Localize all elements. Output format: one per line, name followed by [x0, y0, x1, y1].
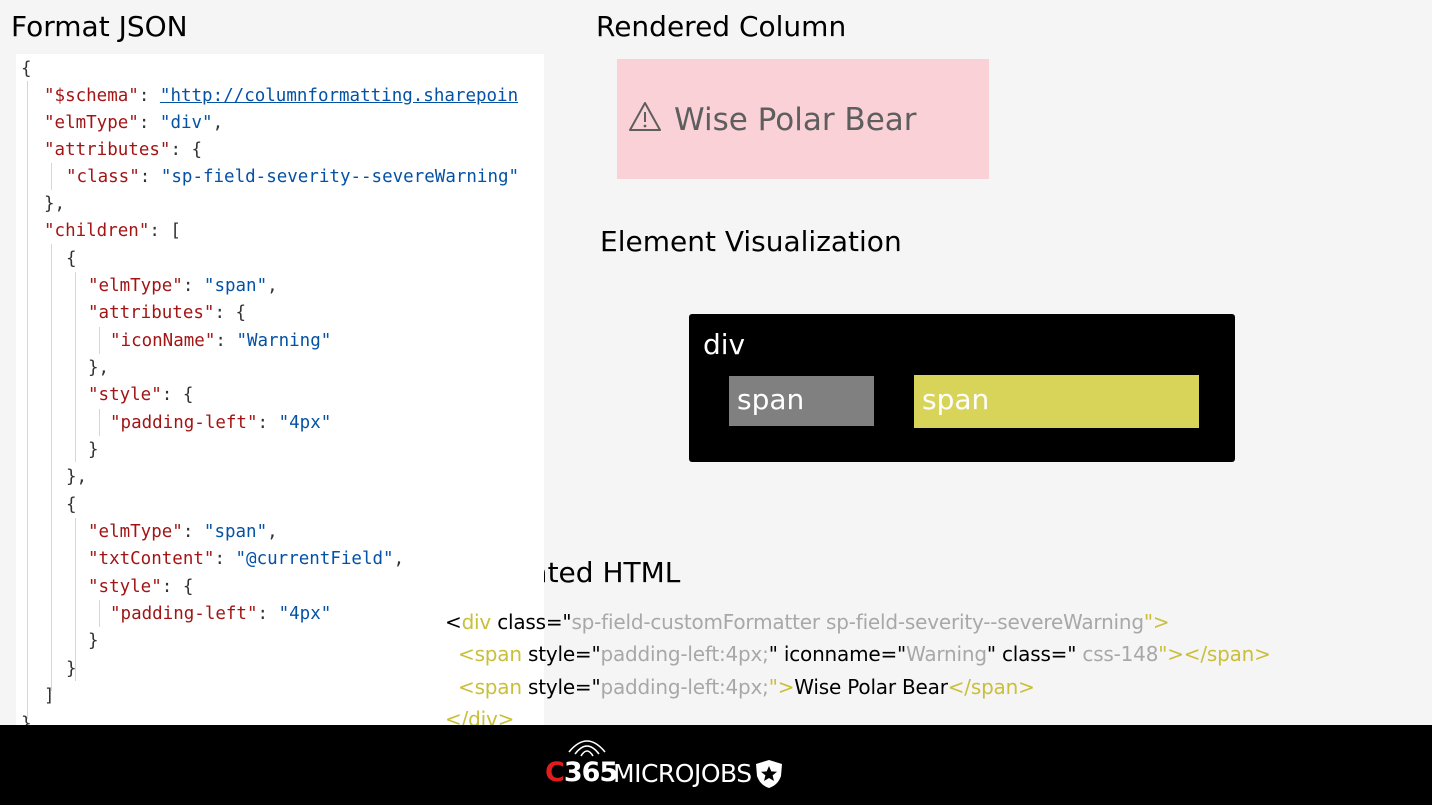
code-line: } [88, 631, 99, 651]
format-json-heading: Format JSON [11, 10, 188, 43]
code-line: "attributes": { [88, 303, 247, 323]
footer-bar [0, 725, 1432, 805]
code-line: }, [88, 358, 110, 378]
code-line: "padding-left": "4px" [110, 413, 332, 433]
generated-html-line: <span style="padding-left:4px;" iconname… [458, 642, 1271, 666]
code-line: "txtContent": "@currentField", [88, 549, 405, 569]
code-line: { [66, 249, 77, 269]
indent-guide [75, 518, 76, 681]
code-line: "$schema": "http://columnformatting.shar… [44, 86, 519, 106]
viz-span-text-box: span [914, 375, 1199, 428]
rendered-column-heading: Rendered Column [596, 10, 847, 43]
code-line: }, [44, 194, 66, 214]
code-line: } [88, 440, 99, 460]
rendered-value-text: Wise Polar Bear [674, 102, 917, 138]
code-line: "attributes": { [44, 140, 203, 160]
code-line: "iconName": "Warning" [110, 331, 332, 351]
code-line: } [21, 714, 32, 734]
indent-guide [75, 272, 76, 462]
rendered-column-cell [617, 59, 989, 179]
code-line: "class": "sp-field-severity--severeWarni… [66, 167, 520, 187]
code-line: { [21, 59, 32, 79]
code-line: "elmType": "span", [88, 276, 278, 296]
generated-html-line: <div class="sp-field-customFormatter sp-… [445, 610, 1170, 634]
code-line: } [66, 659, 77, 679]
indent-guide [99, 409, 100, 436]
element-visualization-heading: Element Visualization [600, 225, 902, 258]
logo-brand-text: MICROJOBS [613, 759, 752, 788]
code-line: ] [44, 686, 55, 706]
indent-guide [99, 600, 100, 627]
viz-div-label: div [703, 328, 746, 361]
indent-guide [99, 327, 100, 354]
code-line: "style": { [88, 577, 194, 597]
code-line: "style": { [88, 385, 194, 405]
indent-guide [51, 163, 52, 190]
generated-html-line: <span style="padding-left:4px;">Wise Pol… [458, 675, 1035, 699]
warning-icon [629, 102, 661, 131]
code-line: }, [66, 467, 88, 487]
indent-guide [51, 244, 52, 691]
shield-star-icon [756, 760, 782, 788]
code-line: "children": [ [44, 221, 181, 241]
schema-link[interactable]: "http://columnformatting.sharepoin [159, 86, 519, 106]
logo-c365: C365 [545, 757, 618, 788]
code-line: "elmType": "div", [44, 113, 224, 133]
code-line: "elmType": "span", [88, 522, 278, 542]
code-line: "padding-left": "4px" [110, 604, 332, 624]
signal-icon [568, 740, 606, 757]
json-code-panel: { "$schema": "http://columnformatting.sh… [16, 54, 544, 742]
indent-guide [27, 81, 28, 719]
viz-span-icon-box: span [729, 376, 874, 426]
code-line: { [66, 495, 77, 515]
